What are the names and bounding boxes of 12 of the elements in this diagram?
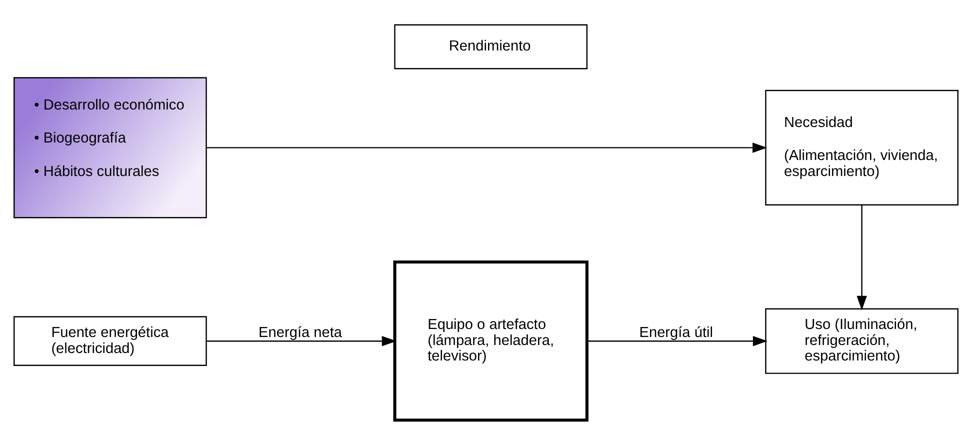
edge-label: Energía neta [258, 324, 342, 340]
node-box: Rendimiento [394, 24, 588, 69]
node-box: Fuente energética (electricidad) [13, 316, 206, 366]
node-box: Equipo o artefacto (lámpara, heladera, televisor) [392, 260, 588, 422]
node-box: Uso (Iluminación, refrigeración, esparcimiento) [764, 308, 958, 374]
node-box: Necesidad (Alimentación, vivienda, esparcimiento) [764, 89, 958, 205]
edge-label: Energía útil [638, 324, 712, 340]
arrow [856, 204, 866, 310]
arrow [206, 335, 396, 346]
node-box: • Desarrollo económico • Biogeografía • Hábitos culturales [13, 76, 206, 218]
arrow [206, 142, 767, 152]
arrow [586, 335, 768, 346]
